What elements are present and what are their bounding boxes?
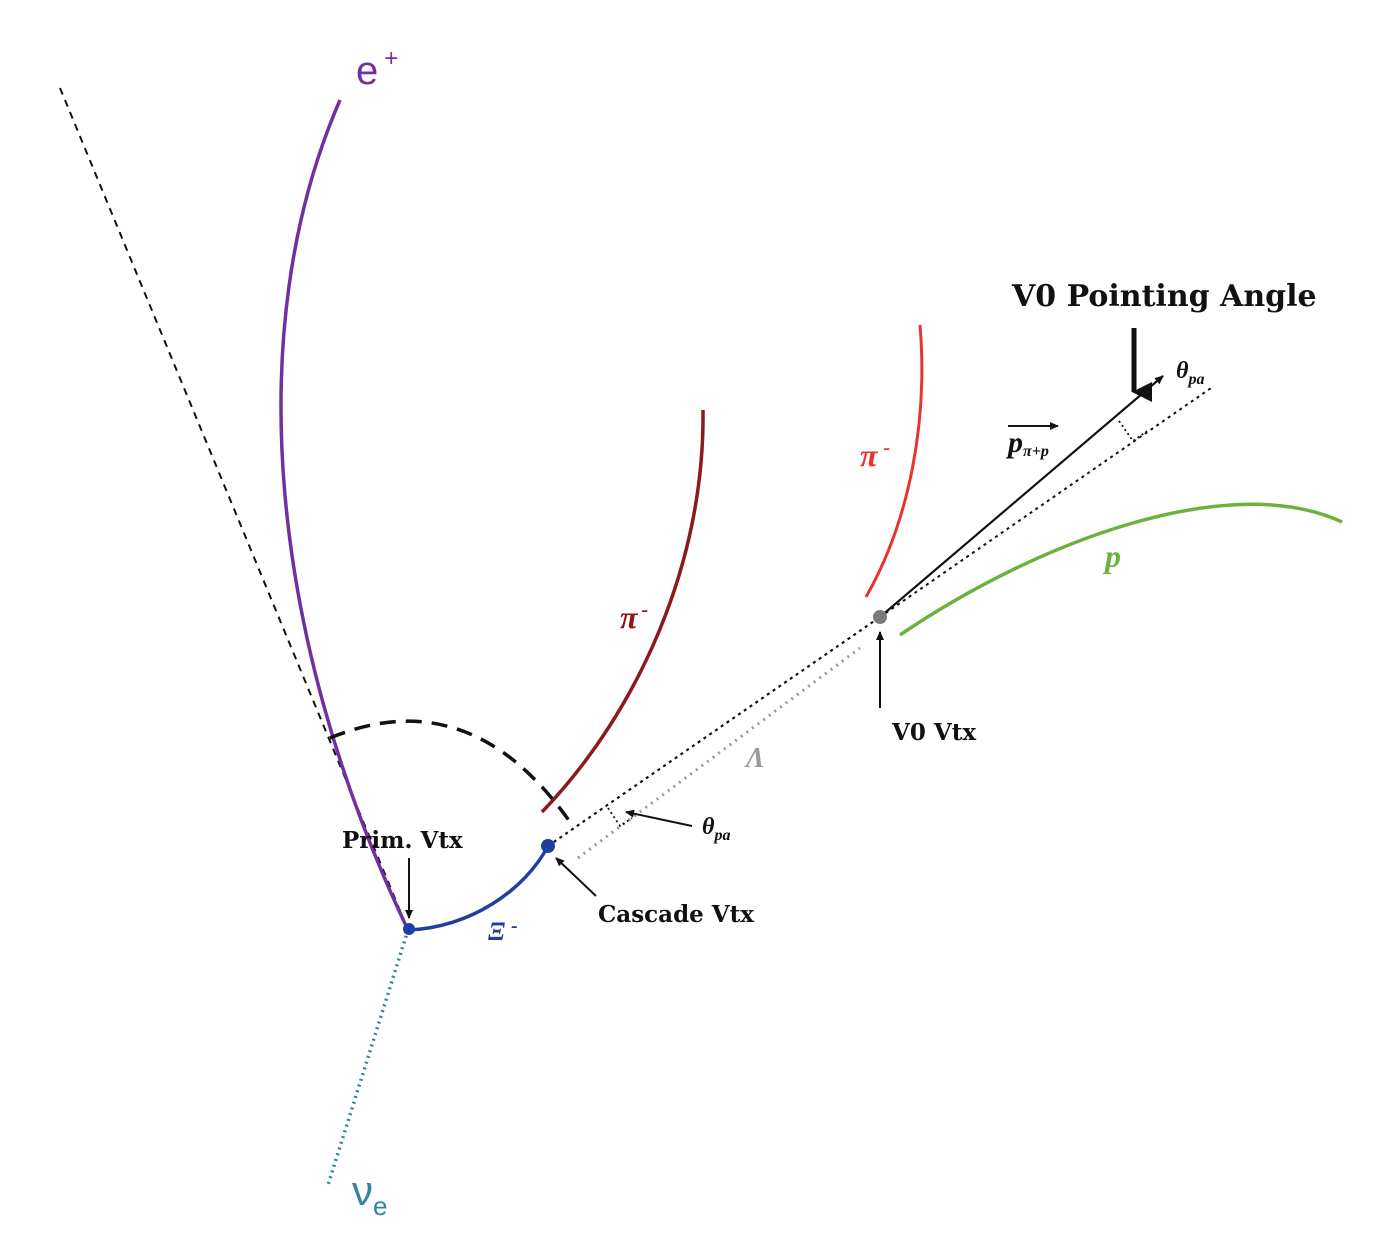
angle-tick-lower: [607, 807, 633, 828]
lambda-flight-line: [547, 616, 881, 847]
cascade-vtx-label: Cascade Vtx: [598, 901, 754, 928]
theta-upper-label: θpa: [1176, 358, 1204, 388]
theta-arrow-lower: [625, 809, 693, 827]
lambda-label: Λ: [744, 743, 765, 774]
angle-tick-upper: [1118, 420, 1148, 443]
proton-track: [899, 502, 1343, 637]
lambda-extrapolation-line: [577, 646, 861, 860]
pion-track-red: [864, 324, 924, 598]
xi-track: [407, 845, 550, 932]
cascade-vertex: [541, 839, 555, 853]
momentum-label: pπ+p: [1005, 426, 1049, 460]
neutrino-track: [326, 929, 410, 1186]
v0-pointing-angle-label: V0 Pointing Angle: [1011, 279, 1317, 314]
v0-vtx-label: V0 Vtx: [891, 719, 976, 746]
angle-arc: [329, 719, 572, 824]
pion-red-label: π-: [860, 437, 890, 473]
positron-label: e+: [356, 45, 398, 93]
theta-lower-label: θpa: [702, 814, 730, 844]
pointing-line-upper: [879, 385, 1215, 618]
v0-vertex: [873, 610, 887, 624]
pion-track-dark: [540, 409, 705, 814]
xi-label: Ξ-: [488, 915, 518, 946]
pion-dark-label: π-: [620, 599, 648, 635]
momentum-vector: [879, 375, 1164, 618]
cascade-vtx-arrow: [555, 857, 597, 897]
neutrino-label: νe: [352, 1167, 387, 1221]
prim-vtx-label: Prim. Vtx: [342, 827, 463, 854]
positron-track: [279, 99, 410, 931]
momentum-label-group: pπ+p: [1005, 422, 1059, 460]
proton-label: p: [1102, 538, 1121, 574]
primary-vertex: [403, 923, 415, 935]
